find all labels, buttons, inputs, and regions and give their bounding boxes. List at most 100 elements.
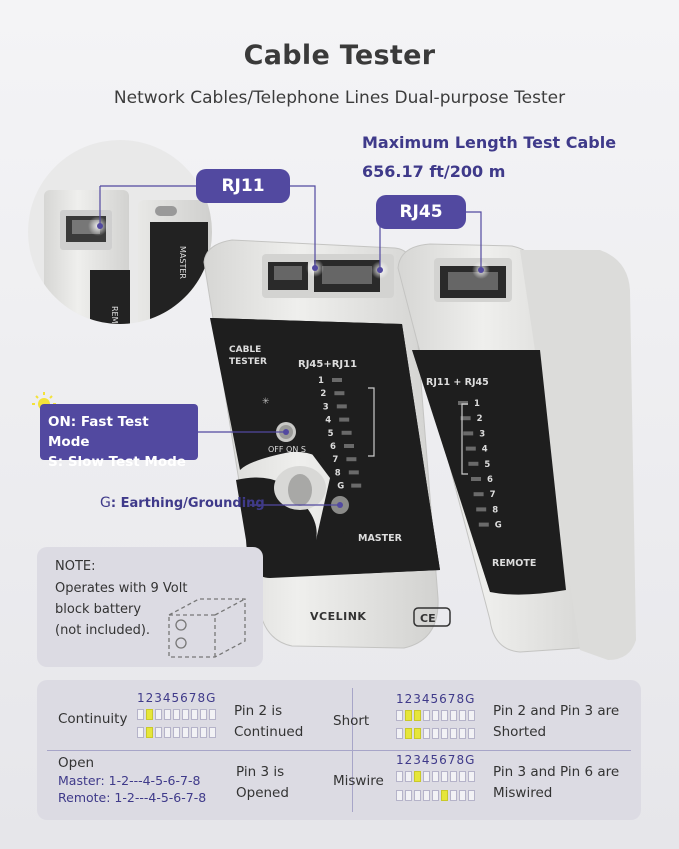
earthing-label: G: Earthing/Grounding — [100, 495, 265, 511]
led-cell — [155, 727, 162, 738]
note-line: (not included). — [55, 623, 151, 638]
continuity-desc: Continued — [234, 724, 304, 740]
brand-label: VCELINK — [310, 610, 366, 623]
led-cell — [459, 790, 466, 801]
led-cell — [191, 727, 198, 738]
zoom-master-label: MASTER — [178, 246, 187, 279]
master-switch-label: OFF ON S — [268, 445, 306, 454]
short-desc: Pin 2 and Pin 3 are — [493, 703, 620, 719]
led-cell — [405, 790, 412, 801]
pin-number: 4 — [325, 416, 331, 426]
pin-number: G — [337, 482, 344, 492]
led-cell — [173, 709, 180, 720]
pin-number: 8 — [492, 505, 498, 515]
pin-number: 2 — [320, 389, 326, 399]
master-port-label: RJ45+RJ11 — [298, 359, 357, 370]
led-cell — [200, 709, 207, 720]
led-cell — [432, 728, 439, 739]
pin-number: 1 — [474, 399, 480, 409]
open-remote: Remote: 1-2---4-5-6-7-8 — [58, 790, 207, 805]
master-name-label: MASTER — [358, 533, 403, 544]
master-unit: CABLE TESTER RJ45+RJ11 12345678G ✳ OFF O… — [203, 239, 451, 649]
pin-led — [332, 378, 342, 382]
continuity-led-row-2 — [137, 727, 216, 738]
remote-name-label: REMOTE — [492, 558, 536, 569]
led-cell — [405, 710, 412, 721]
pin-led — [346, 457, 357, 462]
led-cell — [200, 727, 207, 738]
page-title: Cable Tester — [243, 40, 436, 71]
max-length-label: Maximum Length Test Cable — [362, 133, 617, 152]
miswire-desc: Miswired — [493, 785, 553, 801]
led-cell — [191, 709, 198, 720]
led-cell — [164, 709, 171, 720]
led-cell — [414, 771, 421, 782]
rj45-callout: RJ45 — [376, 195, 466, 229]
pin-led — [334, 391, 345, 396]
led-cell — [137, 727, 144, 738]
open-master: Master: 1-2---4-5-6-7-8 — [58, 773, 201, 788]
master-title-line2: TESTER — [229, 357, 267, 367]
miswire-led-row-2 — [396, 790, 475, 801]
battery-icon — [168, 598, 246, 658]
pin-number: 1 — [318, 376, 324, 386]
remote-pin-leds: 12345678G — [458, 399, 502, 531]
led-cell — [450, 710, 457, 721]
led-cell — [468, 728, 475, 739]
pin-number: 6 — [487, 475, 493, 485]
led-cell — [146, 709, 153, 720]
remote-unit: RJ11 + RJ45 12345678G REMOTE — [397, 243, 636, 660]
led-cell — [423, 710, 430, 721]
led-cell — [396, 790, 403, 801]
continuity-led-row-1 — [137, 709, 216, 720]
led-status-legend: Continuity 12345678G Pin 2 is Continued … — [37, 680, 641, 820]
led-cell — [173, 727, 180, 738]
pin-number: 5 — [484, 460, 490, 470]
short-label: Short — [333, 713, 370, 729]
pin-led — [336, 404, 347, 409]
pin-led — [465, 446, 476, 451]
led-cell — [396, 771, 403, 782]
pin-led — [473, 492, 484, 497]
pin-number: 2 — [477, 414, 483, 424]
miswire-label: Miswire — [333, 773, 384, 789]
led-cell — [468, 771, 475, 782]
note-line: block battery — [55, 602, 142, 617]
led-cell — [396, 710, 403, 721]
led-cell — [441, 771, 448, 782]
pin-number: G — [495, 521, 502, 531]
pin-header: 12345678G — [137, 691, 217, 705]
remote-port-label: RJ11 + RJ45 — [426, 377, 489, 388]
pin-number: 8 — [335, 468, 341, 478]
led-cell — [432, 790, 439, 801]
led-cell — [405, 728, 412, 739]
note-line: Operates with 9 Volt — [55, 581, 188, 596]
led-cell — [423, 790, 430, 801]
led-cell — [405, 771, 412, 782]
pin-number: 3 — [479, 429, 485, 439]
note-heading: NOTE: — [55, 559, 96, 574]
led-cell — [137, 709, 144, 720]
pin-led — [339, 417, 350, 422]
earthing-g: G — [100, 495, 111, 511]
led-cell — [396, 728, 403, 739]
short-led-row-2 — [396, 728, 475, 739]
short-led-row-1 — [396, 710, 475, 721]
led-cell — [441, 790, 448, 801]
ce-mark: CE — [420, 612, 436, 625]
led-cell — [209, 709, 216, 720]
continuity-desc: Pin 2 is — [234, 703, 283, 719]
pin-led — [471, 477, 481, 481]
page-subtitle: Network Cables/Telephone Lines Dual-purp… — [113, 88, 566, 108]
pin-led — [478, 522, 489, 527]
pin-led — [460, 416, 471, 421]
open-label: Open — [58, 755, 95, 771]
pin-header: 12345678G — [396, 692, 476, 706]
led-cell — [155, 709, 162, 720]
miswire-led-row-1 — [396, 771, 475, 782]
led-cell — [459, 771, 466, 782]
pin-led — [351, 483, 362, 488]
short-desc: Shorted — [493, 724, 547, 740]
led-cell — [423, 728, 430, 739]
master-light-icon: ✳ — [262, 397, 270, 407]
